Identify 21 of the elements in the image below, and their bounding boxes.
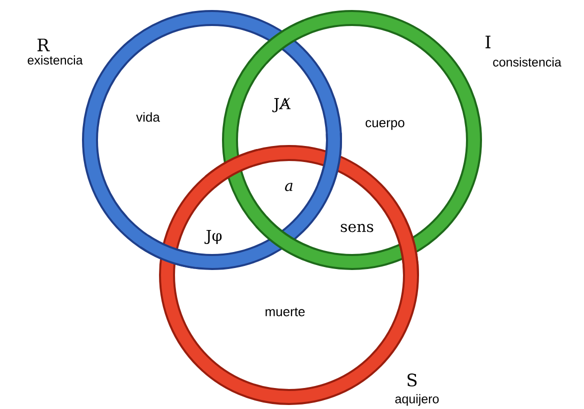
- ring-letter: I: [486, 36, 490, 48]
- region-label: JA̸: [272, 98, 291, 112]
- region-label: sens: [340, 224, 374, 232]
- ring: [222, 10, 482, 270]
- ring: [204, 149, 262, 188]
- ring-label: consistencia: [493, 57, 562, 67]
- region-label: muerte: [266, 308, 305, 316]
- region-label: Jφ: [204, 230, 222, 244]
- ring: [392, 218, 419, 278]
- region-label: vida: [136, 112, 160, 122]
- ring-label: existencia: [28, 55, 83, 65]
- region-label: a: [285, 182, 292, 192]
- ring-label: aquijero: [395, 394, 439, 406]
- ring: [316, 130, 342, 192]
- ring-letter: R: [38, 38, 50, 52]
- ring: [255, 20, 311, 64]
- ring: [139, 234, 199, 269]
- ring-letter: S: [408, 374, 417, 386]
- region-label: cuerpo: [366, 120, 404, 130]
- ring: [255, 216, 311, 260]
- ring: [82, 10, 342, 270]
